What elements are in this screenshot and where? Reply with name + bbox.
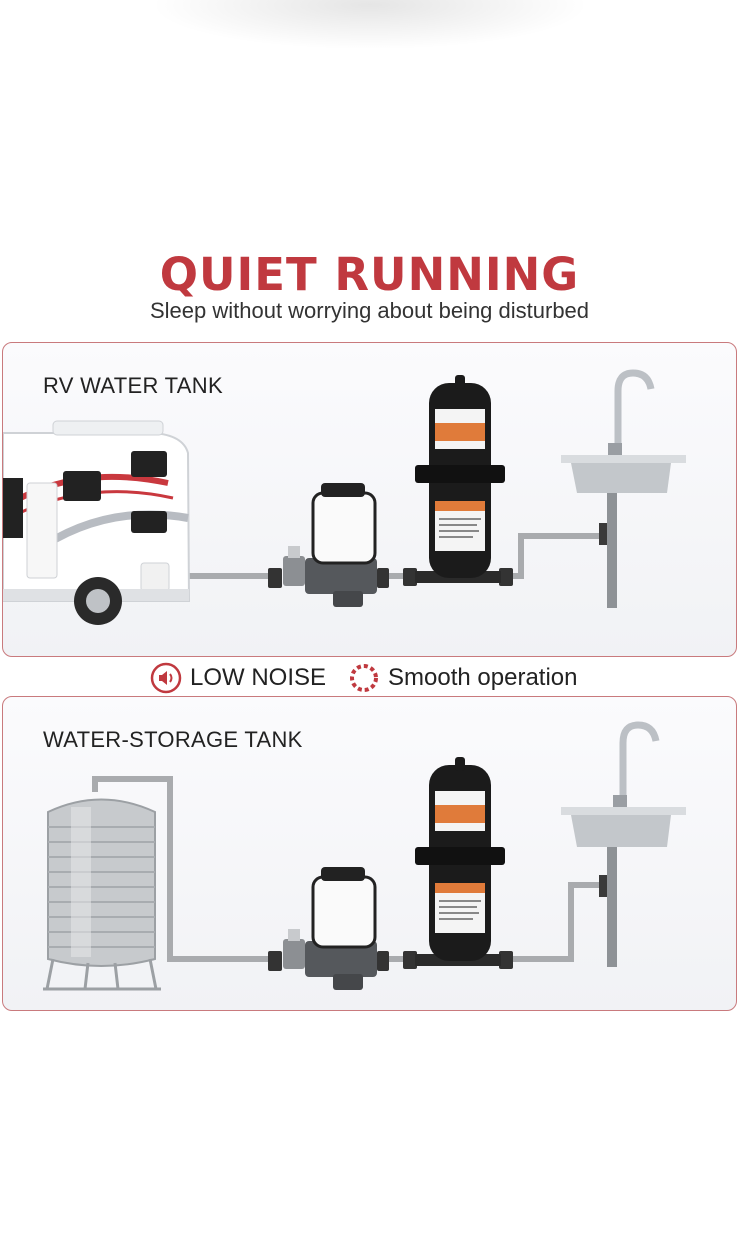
storage-system-diagram bbox=[43, 721, 686, 991]
feature-row: LOW NOISE Smooth operation bbox=[150, 660, 600, 696]
page-title: QUIET RUNNING bbox=[159, 248, 580, 301]
feature-smooth-operation: Smooth operation bbox=[348, 662, 578, 694]
accumulator-tank-icon bbox=[403, 757, 513, 969]
panel-rv-water-tank: RV WATER TANK bbox=[2, 342, 737, 657]
pump-icon bbox=[268, 483, 389, 607]
page-subtitle: Sleep without worrying about being distu… bbox=[149, 298, 590, 323]
dotted-circle-icon bbox=[350, 664, 379, 692]
pump-icon bbox=[268, 867, 389, 990]
panel-label-storage: WATER-STORAGE TANK bbox=[43, 727, 303, 752]
feature-smooth-operation-label: Smooth operation bbox=[388, 664, 578, 691]
panel-label-rv: RV WATER TANK bbox=[43, 373, 223, 398]
rv-system-diagram bbox=[3, 369, 686, 625]
rv-camper-icon bbox=[3, 420, 191, 625]
speaker-icon bbox=[150, 662, 182, 694]
sink-faucet-icon bbox=[561, 721, 686, 967]
sink-faucet-icon bbox=[561, 369, 686, 608]
accumulator-tank-icon bbox=[403, 375, 513, 586]
feature-low-noise-label: LOW NOISE bbox=[190, 664, 327, 691]
feature-low-noise: LOW NOISE bbox=[150, 662, 326, 694]
top-shadow bbox=[150, 0, 590, 50]
pipe-line bbox=[188, 493, 614, 603]
panel-water-storage-tank: WATER-STORAGE TANK bbox=[2, 696, 737, 1011]
storage-tank-icon bbox=[43, 798, 161, 991]
